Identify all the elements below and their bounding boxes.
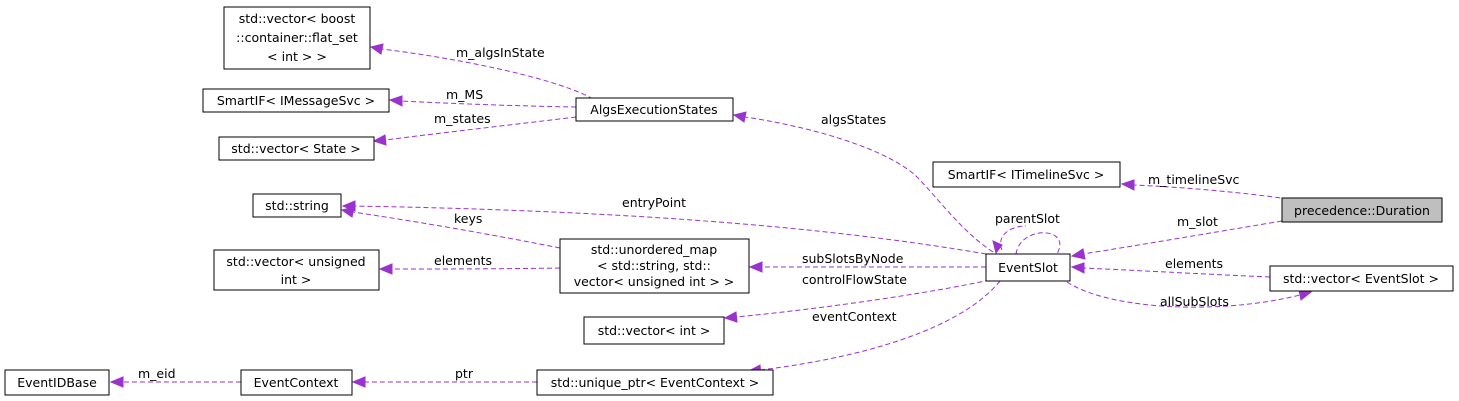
edge-label-ptr: ptr bbox=[455, 366, 474, 381]
edge-label-elements-vec: elements bbox=[1165, 256, 1223, 271]
node-label-line: std::vector< int > bbox=[598, 323, 711, 338]
edge-elements-map: elements bbox=[378, 253, 561, 275]
node-unordered-map[interactable]: std::unordered_map < std::string, std:: … bbox=[559, 238, 750, 294]
node-label-line: precedence::Duration bbox=[1294, 203, 1430, 218]
edge-label-m-algsinstate: m_algsInState bbox=[456, 45, 545, 60]
node-vector-eventslot[interactable]: std::vector< EventSlot > bbox=[1269, 265, 1454, 292]
edge-algsstates: algsStates bbox=[732, 111, 994, 253]
node-label-line: std::unique_ptr< EventContext > bbox=[551, 375, 760, 390]
node-vector-flat-set[interactable]: std::vector< boost ::container::flat_set… bbox=[223, 6, 371, 70]
node-label-line: EventSlot bbox=[998, 260, 1058, 275]
edge-m-slot: m_slot bbox=[1070, 214, 1283, 260]
edge-label-controlflowstate: controlFlowState bbox=[802, 272, 907, 287]
edge-parentslot: parentSlot bbox=[992, 211, 1061, 261]
edge-eventcontext: eventContext bbox=[747, 280, 1001, 376]
node-label-line: SmartIF< IMessageSvc > bbox=[217, 93, 375, 108]
node-label-line: < int > > bbox=[267, 49, 327, 64]
node-unique-ptr-eventcontext[interactable]: std::unique_ptr< EventContext > bbox=[536, 369, 774, 396]
node-label-line: SmartIF< ITimelineSvc > bbox=[948, 167, 1105, 182]
edge-label-allsubslots: allSubSlots bbox=[1160, 294, 1229, 309]
edge-label-subslotsbynode: subSlotsByNode bbox=[802, 251, 904, 266]
node-label-line: AlgsExecutionStates bbox=[590, 102, 717, 117]
node-eventslot[interactable]: EventSlot bbox=[985, 253, 1071, 282]
node-smartif-itimelinesvc[interactable]: SmartIF< ITimelineSvc > bbox=[932, 161, 1121, 188]
node-label-line: EventContext bbox=[254, 375, 339, 390]
node-label-line: std::unordered_map bbox=[591, 242, 717, 257]
node-label-line: std::string bbox=[265, 198, 329, 213]
edge-m-ms: m_MS bbox=[388, 87, 577, 108]
node-label-line: std::vector< unsigned bbox=[226, 254, 365, 269]
node-label-line: std::vector< boost bbox=[239, 11, 356, 26]
node-algsexecutionstates[interactable]: AlgsExecutionStates bbox=[575, 97, 734, 122]
node-vector-unsigned-int[interactable]: std::vector< unsigned int > bbox=[213, 249, 380, 291]
node-vector-state[interactable]: std::vector< State > bbox=[218, 136, 375, 161]
edge-m-algsinstate: m_algsInState bbox=[369, 43, 594, 100]
edge-allsubslots: allSubSlots bbox=[1066, 281, 1313, 309]
edge-label-m-eid: m_eid bbox=[138, 366, 176, 381]
node-label-line: < std::string, std:: bbox=[597, 258, 711, 273]
node-vector-int[interactable]: std::vector< int > bbox=[583, 316, 725, 345]
node-eventidbase[interactable]: EventIDBase bbox=[4, 369, 110, 396]
edge-label-elements-map: elements bbox=[434, 253, 492, 268]
node-smartif-imessagesvc[interactable]: SmartIF< IMessageSvc > bbox=[202, 88, 390, 113]
node-precedence-duration[interactable]: precedence::Duration bbox=[1281, 197, 1443, 223]
edge-label-keys: keys bbox=[454, 211, 482, 226]
edge-m-timelinesvc: m_timelineSvc bbox=[1120, 172, 1289, 200]
edge-subslotsbynode: subSlotsByNode bbox=[748, 251, 987, 273]
node-label-line: int > bbox=[281, 272, 312, 287]
edge-label-m-states: m_states bbox=[434, 111, 491, 126]
node-label-line: std::vector< State > bbox=[231, 141, 360, 156]
edge-label-algsstates: algsStates bbox=[821, 112, 886, 127]
edge-m-eid: m_eid bbox=[109, 366, 241, 388]
node-label-line: EventIDBase bbox=[17, 375, 97, 390]
node-eventcontext[interactable]: EventContext bbox=[240, 369, 353, 396]
edge-controlflowstate: controlFlowState bbox=[723, 272, 991, 323]
edge-label-m-timelinesvc: m_timelineSvc bbox=[1148, 172, 1240, 187]
edge-label-parentslot: parentSlot bbox=[995, 211, 1060, 226]
node-label-line: std::vector< EventSlot > bbox=[1283, 271, 1439, 286]
node-label-line: vector< unsigned int > > bbox=[574, 274, 735, 289]
edge-label-eventcontext: eventContext bbox=[812, 309, 897, 324]
edge-label-m-ms: m_MS bbox=[446, 87, 483, 102]
edge-m-states: m_states bbox=[372, 111, 577, 146]
edge-keys: keys bbox=[340, 206, 561, 249]
node-label-line: ::container::flat_set bbox=[236, 30, 358, 45]
edge-label-entrypoint: entryPoint bbox=[622, 195, 686, 210]
edge-ptr: ptr bbox=[351, 366, 537, 388]
edge-label-m-slot: m_slot bbox=[1177, 214, 1218, 229]
node-std-string[interactable]: std::string bbox=[252, 193, 342, 218]
edge-elements-vec: elements bbox=[1070, 256, 1271, 278]
